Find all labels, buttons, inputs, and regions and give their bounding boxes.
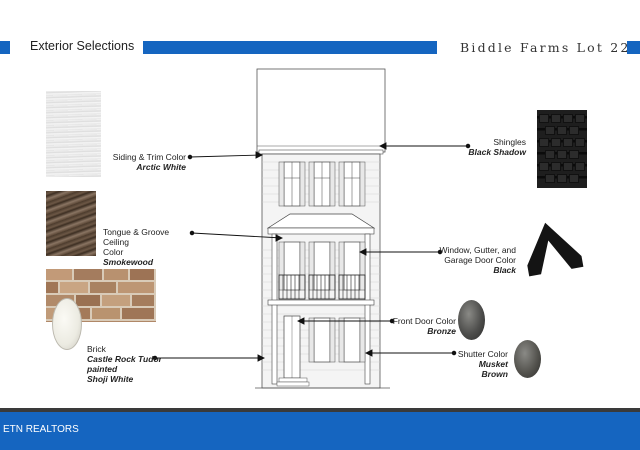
tongue-groove-label: Tongue & Groove Ceiling Color Smokewood — [103, 227, 193, 267]
tongue-groove-value: Smokewood — [103, 257, 154, 267]
header-bar-center — [143, 41, 437, 54]
gutter-sample — [527, 222, 584, 277]
header-bar-right-stub — [627, 41, 640, 54]
footer-divider — [0, 408, 640, 412]
window-label: Window, Gutter, and Garage Door Color Bl… — [420, 245, 516, 275]
brick-label: Brick Castle Rock Tudor painted Shoji Wh… — [87, 344, 187, 384]
lot-title: Biddle Farms Lot 22 — [460, 40, 631, 55]
shutter-label: Shutter Color Musket Brown — [450, 349, 508, 379]
page-title: Exterior Selections — [30, 39, 135, 53]
footer-bar — [0, 412, 640, 450]
footer-brand: ETN REALTORS — [3, 424, 79, 435]
wood-ceiling-swatch — [46, 191, 96, 256]
shingles-label: Shingles Black Shadow — [446, 137, 526, 157]
white-paint-chip — [52, 298, 82, 350]
shingles-value: Black Shadow — [468, 147, 526, 157]
bronze-paint-chip — [458, 300, 485, 340]
siding-value: Arctic White — [136, 162, 186, 172]
shutter-value: Musket Brown — [478, 359, 508, 379]
header-bar-left-stub — [0, 41, 10, 54]
siding-swatch — [46, 91, 101, 177]
shingles-swatch — [537, 110, 587, 188]
front-door-label: Front Door Color Bronze — [392, 316, 456, 336]
brick-value-line1: Castle Rock Tudor painted — [87, 354, 162, 374]
brick-value-line2: Shoji White — [87, 374, 134, 384]
brown-paint-chip — [514, 340, 541, 378]
window-value: Black — [493, 265, 516, 275]
siding-label: Siding & Trim Color Arctic White — [100, 152, 186, 172]
front-door-value: Bronze — [427, 326, 456, 336]
